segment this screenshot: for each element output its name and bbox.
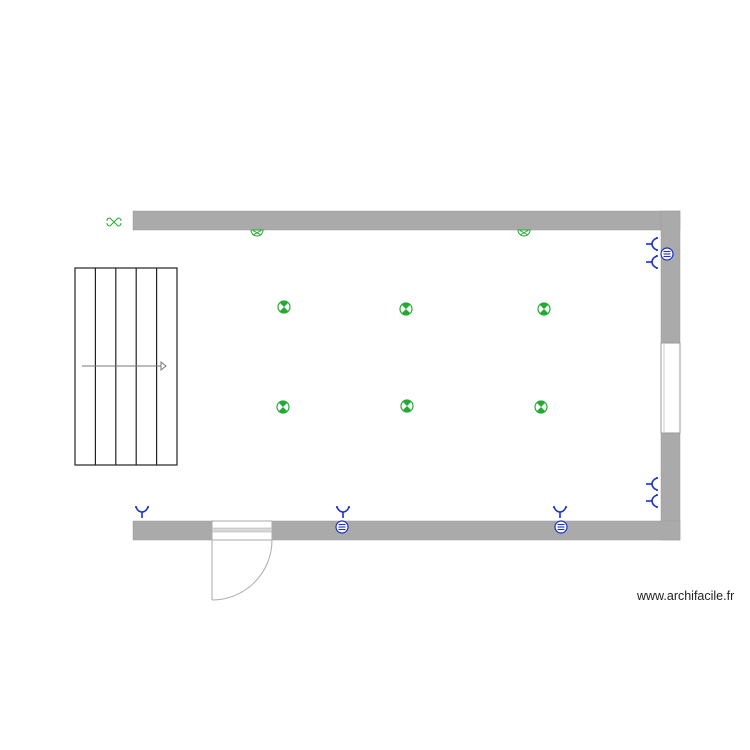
watermark-text: www.archifacile.fr [637,589,735,603]
window-frame [660,342,681,434]
walls [132,210,681,541]
ceiling-light-icon [399,302,413,316]
wall-top [132,210,681,231]
arrow-head-icon [160,360,167,372]
power-socket-icon [135,506,149,518]
junction-box-icon [660,247,674,261]
ceiling-light-icon [277,300,291,314]
ceiling-light-icon [537,302,551,316]
wall-bottom-right [271,520,681,541]
door-swing-arc [211,539,273,601]
power-socket-icon [646,255,658,269]
sockets [135,237,658,518]
wall-bottom-left [132,520,213,541]
ceiling-light-icon [534,400,548,414]
ceiling-light-icon [400,399,414,413]
door [211,520,273,601]
junction-boxes [335,247,674,534]
ceiling-light-icon [276,400,290,414]
power-socket-icon [646,477,658,491]
wall-lights [250,229,531,237]
external-light-switch [106,217,122,227]
junction-box-icon [554,520,568,534]
stairs [74,267,178,466]
junction-box-icon [335,520,349,534]
power-socket-icon [553,506,567,518]
wall-light-icon [250,229,264,237]
power-socket-icon [646,494,658,508]
power-socket-icon [646,237,658,251]
wall-light-icon [517,229,531,237]
ceiling-lights [276,300,551,414]
window [660,342,681,434]
outdoor-light-icon [106,217,122,227]
wall-right-upper [660,210,681,344]
power-socket-icon [336,506,350,518]
